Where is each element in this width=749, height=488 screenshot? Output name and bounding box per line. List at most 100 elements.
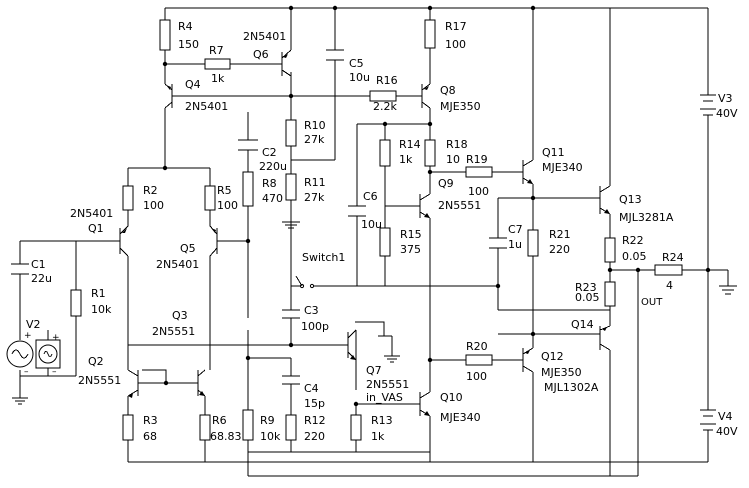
- capacitor-c7: [489, 237, 507, 249]
- label-q10: Q10: [440, 391, 463, 404]
- label-r16-value: 2.2k: [373, 100, 397, 113]
- resistor-r12: [285, 414, 297, 441]
- label-c5: C5: [349, 57, 364, 70]
- label-r18: R18: [446, 138, 468, 151]
- transistor-q4: [164, 83, 180, 109]
- label-r21-value: 220: [549, 243, 570, 256]
- capacitor-c3: [282, 309, 300, 319]
- label-r15: R15: [400, 228, 422, 241]
- label-r9-value: 10k: [260, 430, 281, 443]
- resistor-r23: [604, 281, 616, 307]
- label-r6: R6: [212, 414, 227, 427]
- junction-dots: [162, 5, 711, 407]
- label-r12-value: 220: [304, 430, 325, 443]
- transistor-q3: [190, 369, 206, 397]
- label-v3-value: 40V: [716, 107, 738, 120]
- ground-icon: [12, 397, 28, 405]
- label-r15-value: 375: [400, 243, 421, 256]
- label-c1: C1: [31, 258, 46, 271]
- svg-text:+: +: [24, 331, 32, 341]
- resistor-r21: [527, 229, 539, 257]
- label-r5: R5: [217, 184, 232, 197]
- label-q2-part: 2N5551: [78, 374, 121, 387]
- label-r1-value: 10k: [91, 303, 112, 316]
- capacitor-c4: [282, 375, 300, 385]
- label-v4-value: 40V: [716, 425, 738, 438]
- label-r20: R20: [466, 340, 488, 353]
- label-r13-value: 1k: [371, 430, 385, 443]
- label-r13: R13: [371, 414, 393, 427]
- label-c6: C6: [363, 190, 378, 203]
- resistor-r19: [465, 166, 493, 178]
- label-c6-value: 10u: [361, 218, 382, 231]
- transistor-q10: [419, 391, 431, 417]
- capacitor-c1: [11, 263, 29, 275]
- label-q9-part: 2N5551: [438, 199, 481, 212]
- label-q7: Q7: [366, 364, 382, 377]
- label-r11: R11: [304, 176, 326, 189]
- label-r22: R22: [622, 234, 644, 247]
- label-r1: R1: [91, 287, 106, 300]
- label-r24-value: 4: [666, 279, 673, 292]
- wires: [19, 7, 729, 477]
- label-r10-value: 27k: [304, 133, 325, 146]
- label-q6-part: 2N5401: [243, 30, 286, 43]
- resistor-r15: [379, 227, 391, 257]
- label-r19: R19: [466, 153, 488, 166]
- label-q4: Q4: [185, 78, 201, 91]
- label-c4-value: 15p: [304, 397, 325, 410]
- label-q7-net: in_VAS: [366, 391, 403, 404]
- label-r9: R9: [260, 414, 275, 427]
- resistor-r8: [242, 171, 254, 207]
- label-r19-value: 100: [468, 185, 489, 198]
- label-c3: C3: [304, 304, 319, 317]
- label-q10-part: MJE340: [440, 411, 481, 424]
- label-switch1: Switch1: [302, 251, 345, 264]
- label-c7: C7: [508, 223, 523, 236]
- label-r18-value: 10: [446, 153, 460, 166]
- resistors: [70, 19, 683, 441]
- transistor-q11: [515, 159, 534, 185]
- capacitor-c6: [348, 205, 366, 217]
- label-r17-value: 100: [445, 38, 466, 51]
- label-c7-value: 1u: [508, 238, 522, 251]
- resistor-r16: [369, 90, 397, 102]
- label-v3: V3: [718, 92, 733, 105]
- resistor-r10: [285, 119, 297, 147]
- resistor-r13: [350, 414, 362, 441]
- label-q12: Q12: [541, 350, 564, 363]
- label-c5-value: 10u: [349, 71, 370, 84]
- label-q12-part: MJE350: [541, 366, 582, 379]
- signal-source-v2: + + – –: [6, 331, 61, 377]
- switch1: [295, 275, 315, 289]
- capacitors: [11, 49, 507, 385]
- label-q7-part: 2N5551: [366, 378, 409, 391]
- label-r4-value: 150: [178, 38, 199, 51]
- resistor-r18: [424, 139, 436, 167]
- svg-text:+: +: [52, 333, 60, 343]
- label-r24: R24: [662, 251, 684, 264]
- transistor-q12: [515, 347, 534, 373]
- label-r23: R23: [575, 281, 597, 294]
- label-q9: Q9: [438, 177, 454, 190]
- component-labels: R4 150 R7 1k 2N5401 Q6 C5 10u R16 2.2k R…: [26, 20, 738, 443]
- label-q1: Q1: [88, 222, 104, 235]
- resistor-r22: [604, 237, 616, 263]
- transistor-q5: [209, 225, 222, 257]
- transistor-q2: [127, 369, 139, 398]
- resistor-r6: [199, 414, 211, 441]
- label-r2-value: 100: [143, 199, 164, 212]
- label-r8: R8: [262, 177, 277, 190]
- transistor-q14: [592, 325, 611, 351]
- transistor-q1: [112, 225, 129, 257]
- label-r23-value: 0.05: [575, 291, 600, 304]
- capacitor-c5: [326, 49, 344, 61]
- battery-v3: [700, 94, 716, 135]
- label-q4-part: 2N5401: [185, 100, 228, 113]
- label-r12: R12: [304, 414, 326, 427]
- label-q3-part: 2N5551: [152, 325, 195, 338]
- label-q6: Q6: [253, 48, 269, 61]
- battery-v4: [700, 409, 716, 440]
- resistor-r7: [204, 58, 231, 70]
